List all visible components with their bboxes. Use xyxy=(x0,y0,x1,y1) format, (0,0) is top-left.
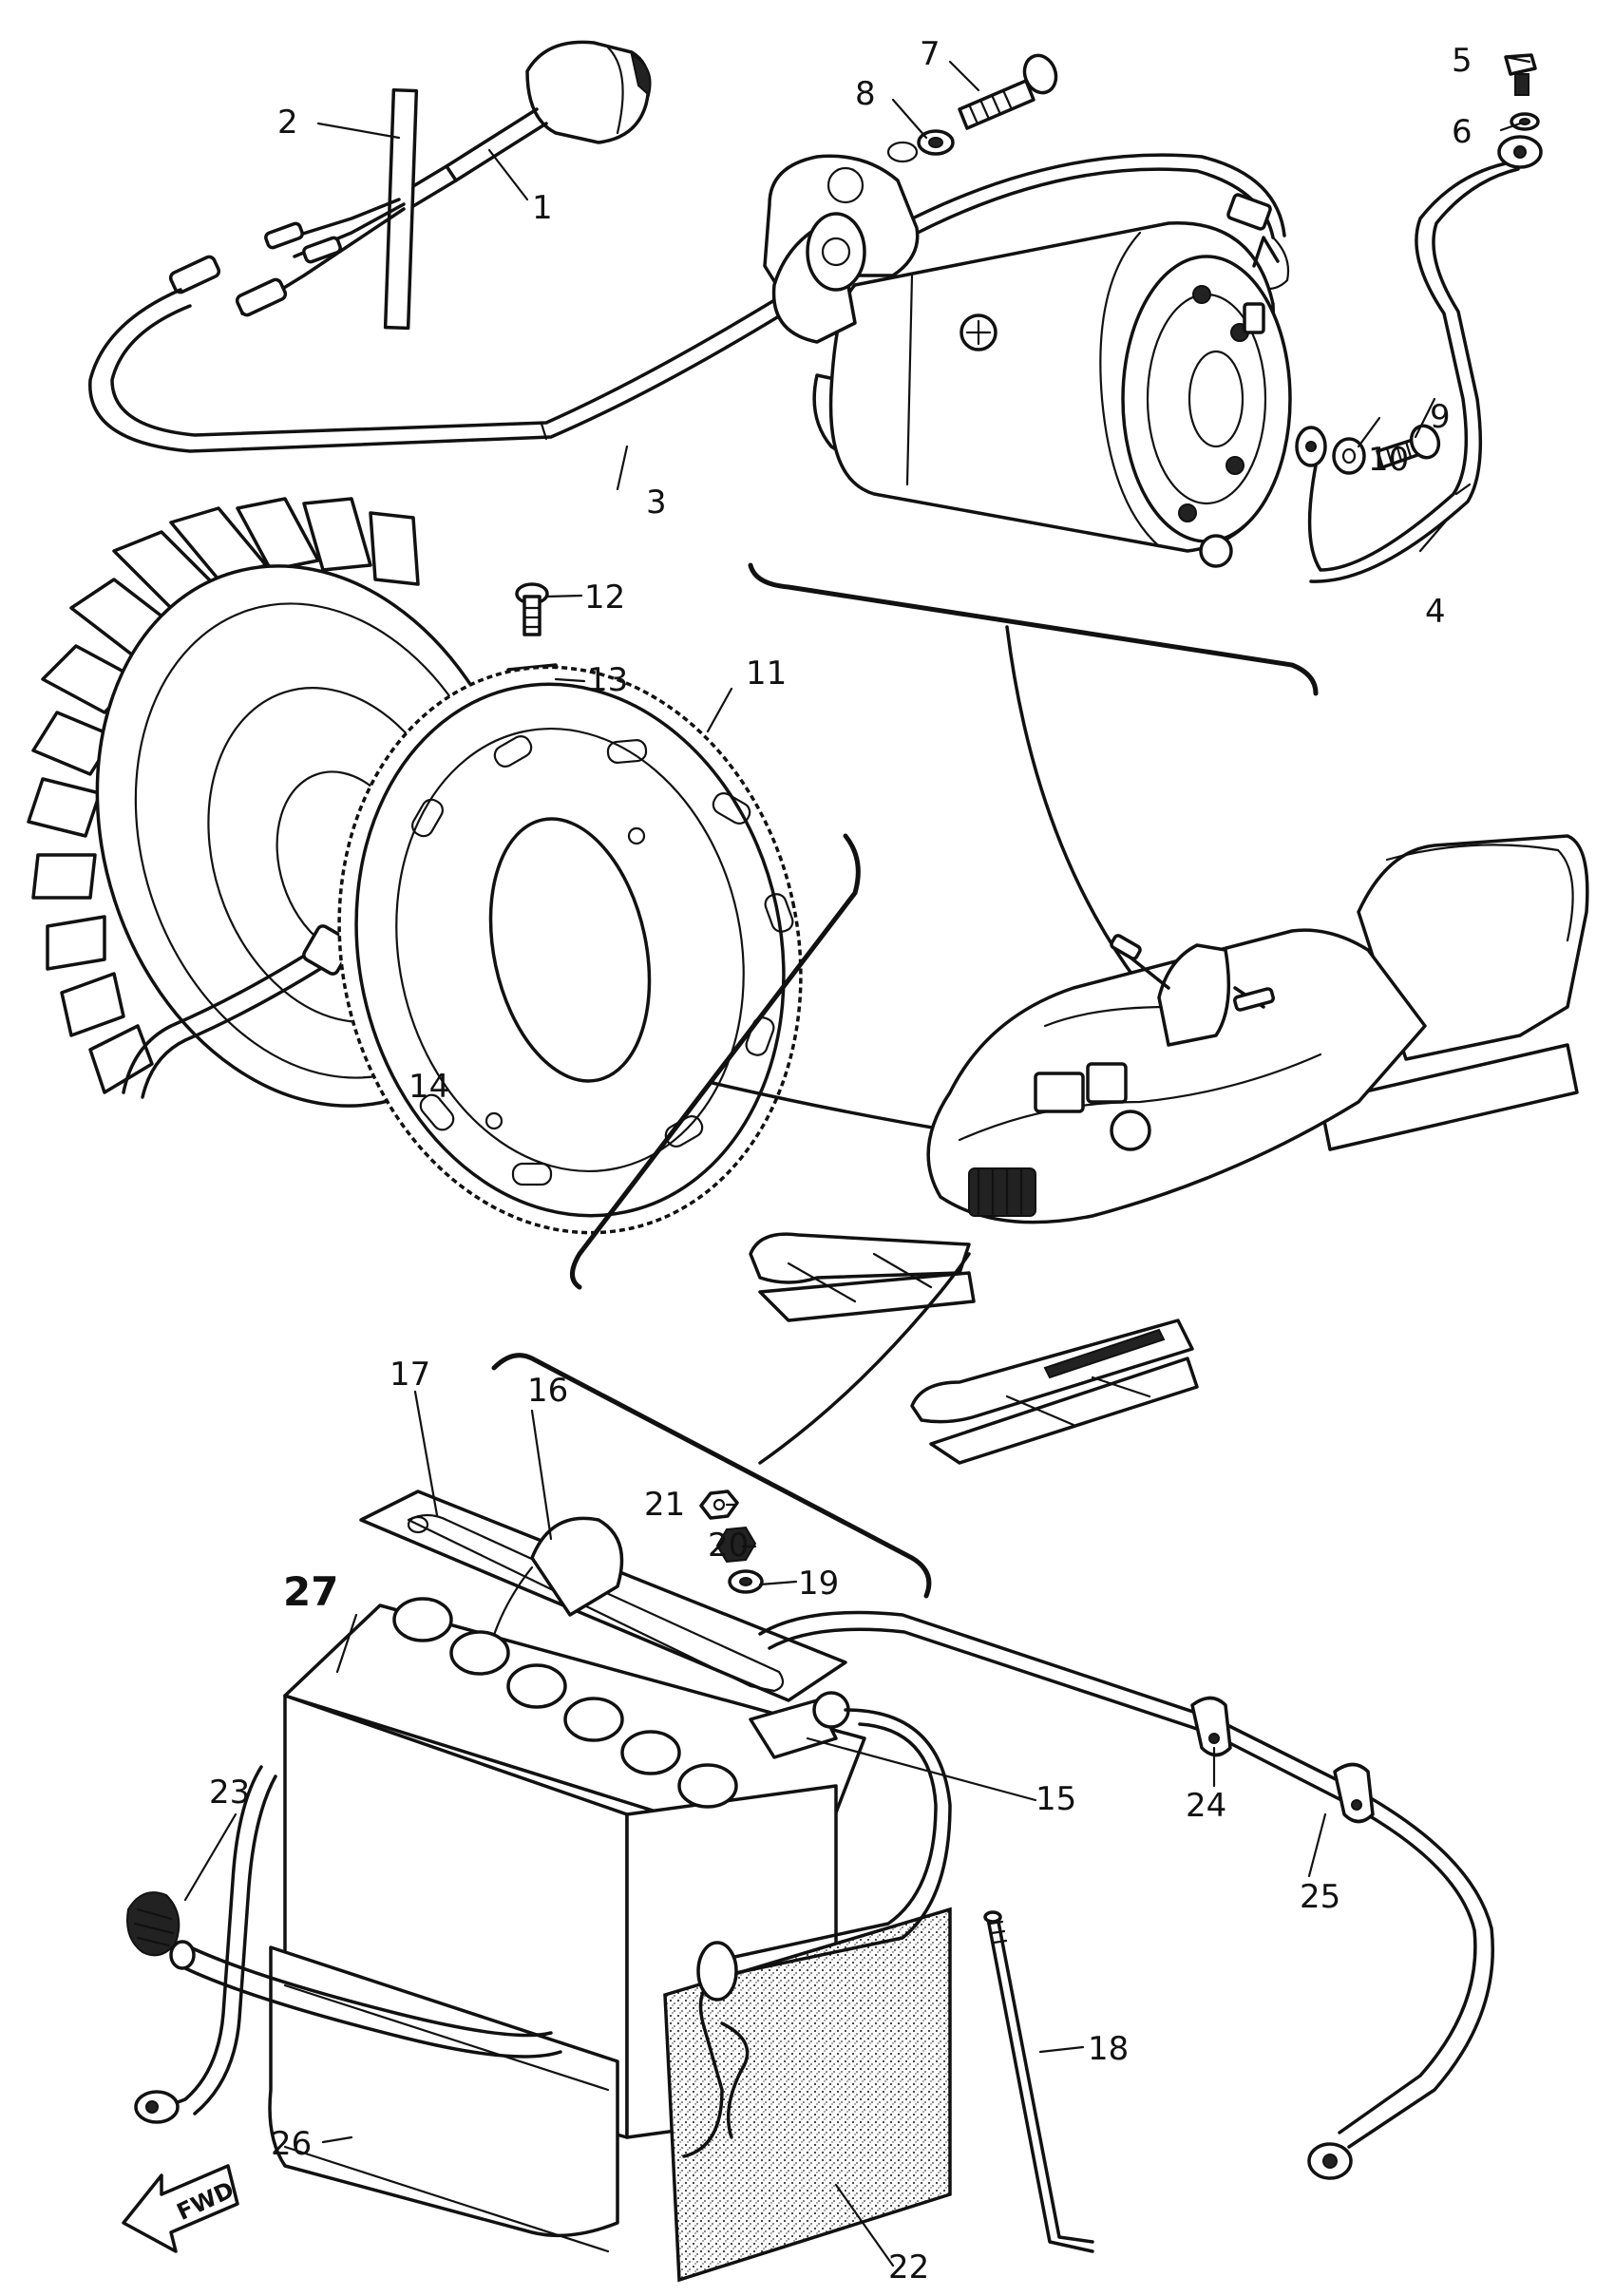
ground-cable xyxy=(758,1610,1494,2180)
battery-case-26 xyxy=(268,1945,619,2253)
snowmobile-outline xyxy=(749,834,1589,1465)
negative-cable xyxy=(134,1765,750,2139)
callout-12: 12 xyxy=(584,579,625,617)
cable-15 xyxy=(682,1708,952,2158)
washer-6 xyxy=(1510,112,1540,131)
washer-19 xyxy=(728,1569,764,1594)
ring-gear-11 xyxy=(337,665,803,1235)
callout-26: 26 xyxy=(271,2125,312,2163)
bolt-9 xyxy=(1376,424,1441,469)
battery-leader-line xyxy=(758,1252,971,1465)
callout-10: 10 xyxy=(1368,441,1409,479)
callout-20: 20 xyxy=(708,1527,749,1565)
callout-4: 4 xyxy=(1425,593,1446,631)
nut-20 xyxy=(715,1526,757,1564)
callout-labels: 1 2 3 4 5 6 7 8 9 10 11 12 13 14 15 16 1… xyxy=(209,35,1472,2287)
callout-25: 25 xyxy=(1300,1878,1340,1916)
callout-15: 15 xyxy=(1036,1780,1076,1818)
callout-11: 11 xyxy=(746,655,787,693)
clamp-24 xyxy=(1190,1696,1232,1757)
callout-17: 17 xyxy=(390,1356,430,1394)
callout-21: 21 xyxy=(644,1486,685,1524)
callout-9: 9 xyxy=(1430,398,1451,436)
bolt-5 xyxy=(1504,53,1537,96)
clamp-25 xyxy=(1333,1762,1375,1824)
callout-1: 1 xyxy=(532,189,553,227)
callout-14: 14 xyxy=(408,1068,449,1106)
callout-5: 5 xyxy=(1452,42,1472,80)
washer-10 xyxy=(1332,437,1366,475)
callout-23: 23 xyxy=(209,1774,250,1812)
starter-motor xyxy=(763,154,1292,568)
leader-lines xyxy=(183,55,1531,2268)
flywheel-group-bracket xyxy=(570,833,861,1290)
nut-21 xyxy=(699,1490,739,1520)
callout-3: 3 xyxy=(646,484,667,522)
vent-caps xyxy=(392,1597,738,1809)
battery-cable-4 xyxy=(1295,135,1543,583)
washer-8 xyxy=(886,129,955,163)
hold-down-rod-18 xyxy=(983,1910,1094,2253)
callout-13: 13 xyxy=(587,661,628,699)
callout-19: 19 xyxy=(798,1565,839,1603)
battery-group-bracket xyxy=(491,1353,932,1599)
battery-cover-22 xyxy=(663,1907,952,2283)
callout-22: 22 xyxy=(888,2249,929,2287)
callout-27: 27 xyxy=(283,1568,338,1615)
callout-7: 7 xyxy=(920,35,940,73)
callout-8: 8 xyxy=(855,75,876,113)
bolt-12 xyxy=(515,582,549,636)
callout-24: 24 xyxy=(1186,1787,1226,1825)
starter-group-bracket xyxy=(748,562,1319,696)
callout-2: 2 xyxy=(277,104,298,142)
callout-6: 6 xyxy=(1452,113,1472,151)
forward-direction-arrow: FWD xyxy=(122,2164,239,2253)
bolt-7 xyxy=(958,53,1058,130)
callout-16: 16 xyxy=(527,1372,568,1410)
starter-switch-assembly xyxy=(88,40,1290,453)
callout-18: 18 xyxy=(1088,2030,1129,2068)
terminal-boot-23 xyxy=(126,1891,180,1957)
